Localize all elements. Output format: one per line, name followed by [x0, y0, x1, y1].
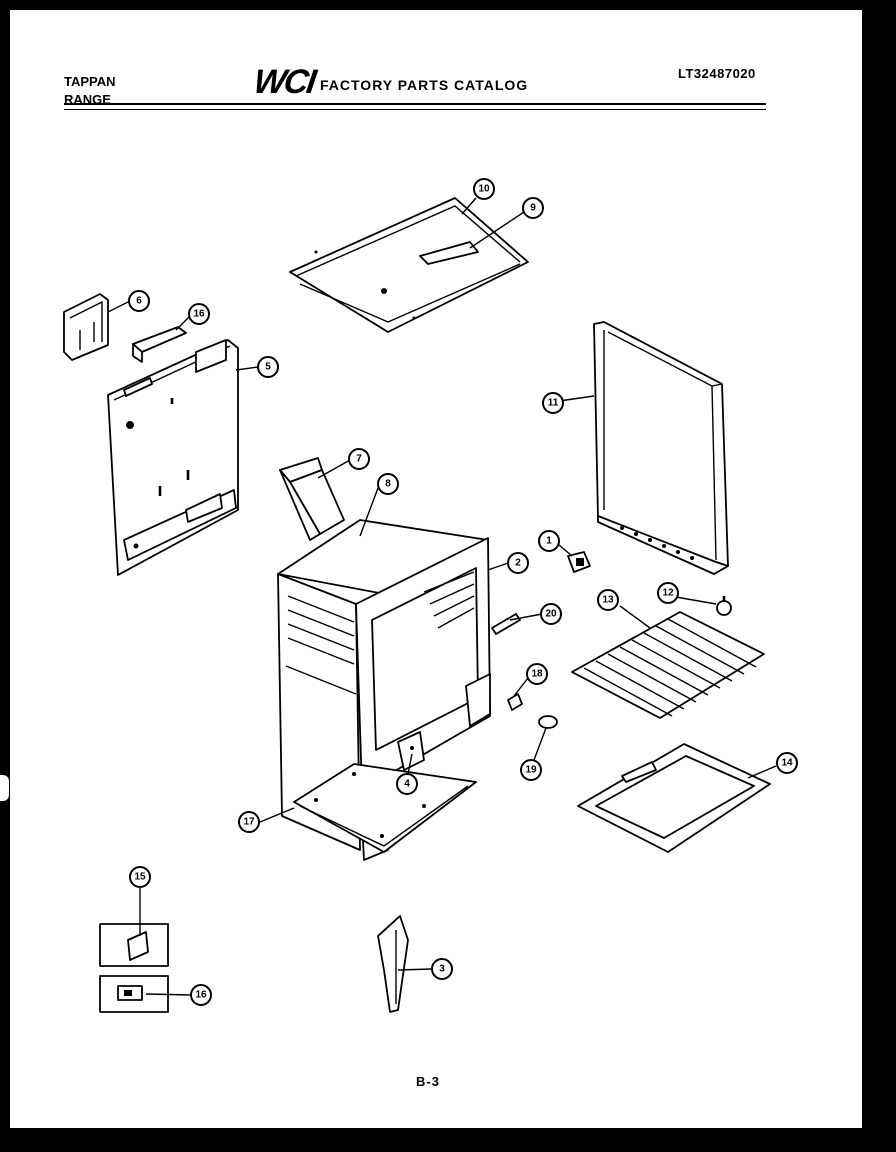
svg-text:6: 6: [136, 296, 142, 307]
callout-8: 8: [377, 473, 399, 495]
svg-text:14: 14: [781, 758, 793, 769]
callout-4: 4: [396, 773, 418, 795]
callout-9: 9: [522, 197, 544, 219]
part-bottom-panel: [293, 763, 477, 853]
model-number: LT32487020: [678, 66, 756, 81]
catalog-title: FACTORY PARTS CATALOG: [320, 77, 529, 93]
svg-text:16: 16: [195, 990, 207, 1001]
part-back-panel: [107, 339, 239, 576]
part-heating-element: [491, 613, 521, 635]
callout-10: 10: [473, 178, 495, 200]
header-rule: [64, 103, 766, 105]
svg-text:13: 13: [602, 595, 614, 606]
callout-7: 7: [348, 448, 370, 470]
svg-text:20: 20: [545, 609, 557, 620]
svg-text:5: 5: [265, 362, 271, 373]
callout-16-bottom: 16: [190, 984, 212, 1006]
part-lower-bracket: [397, 731, 425, 771]
part-hinge-spring: [377, 915, 409, 1013]
page-number: B-3: [416, 1074, 440, 1089]
svg-text:3: 3: [439, 964, 445, 975]
svg-text:12: 12: [662, 588, 674, 599]
svg-text:8: 8: [385, 479, 391, 490]
svg-text:19: 19: [525, 765, 537, 776]
svg-text:18: 18: [531, 669, 543, 680]
callout-12: 12: [657, 582, 679, 604]
part-cooktop-top: [289, 197, 529, 333]
callout-13: 13: [597, 589, 619, 611]
brand-name: TAPPAN: [64, 74, 116, 89]
callout-16-top: 16: [188, 303, 210, 325]
callout-17: 17: [238, 811, 260, 833]
callout-6: 6: [128, 290, 150, 312]
part-control-bracket: [63, 293, 109, 361]
callout-14: 14: [776, 752, 798, 774]
callout-20: 20: [540, 603, 562, 625]
svg-text:1: 1: [546, 536, 552, 547]
svg-text:16: 16: [193, 309, 205, 320]
svg-text:17: 17: [243, 817, 255, 828]
scan-edge-mark: [0, 775, 9, 801]
svg-text:11: 11: [548, 398, 559, 409]
part-small-block: [132, 326, 187, 363]
svg-text:2: 2: [515, 558, 521, 569]
part-knob: [716, 596, 732, 616]
callout-15: 15: [129, 866, 151, 888]
part-small-hardware: [507, 693, 558, 729]
callout-19: 19: [520, 759, 542, 781]
part-broiler-pan: [577, 743, 771, 853]
svg-text:10: 10: [478, 184, 490, 195]
part-connector: [99, 975, 169, 1013]
part-oven-rack: [571, 611, 765, 719]
callout-2: 2: [507, 552, 529, 574]
header-rule-thin: [64, 109, 766, 110]
part-clip: [99, 923, 169, 967]
callout-18: 18: [526, 663, 548, 685]
svg-text:4: 4: [404, 779, 410, 790]
part-switch: [567, 551, 591, 573]
part-oven-door: [593, 321, 729, 575]
callout-11: 11: [542, 392, 564, 414]
part-vent-duct: [279, 457, 345, 541]
callout-3: 3: [431, 958, 453, 980]
callout-5: 5: [257, 356, 279, 378]
callout-1: 1: [538, 530, 560, 552]
leader-lines: [107, 197, 777, 996]
svg-text:9: 9: [530, 203, 536, 214]
svg-text:7: 7: [356, 454, 362, 465]
svg-text:15: 15: [134, 872, 146, 883]
